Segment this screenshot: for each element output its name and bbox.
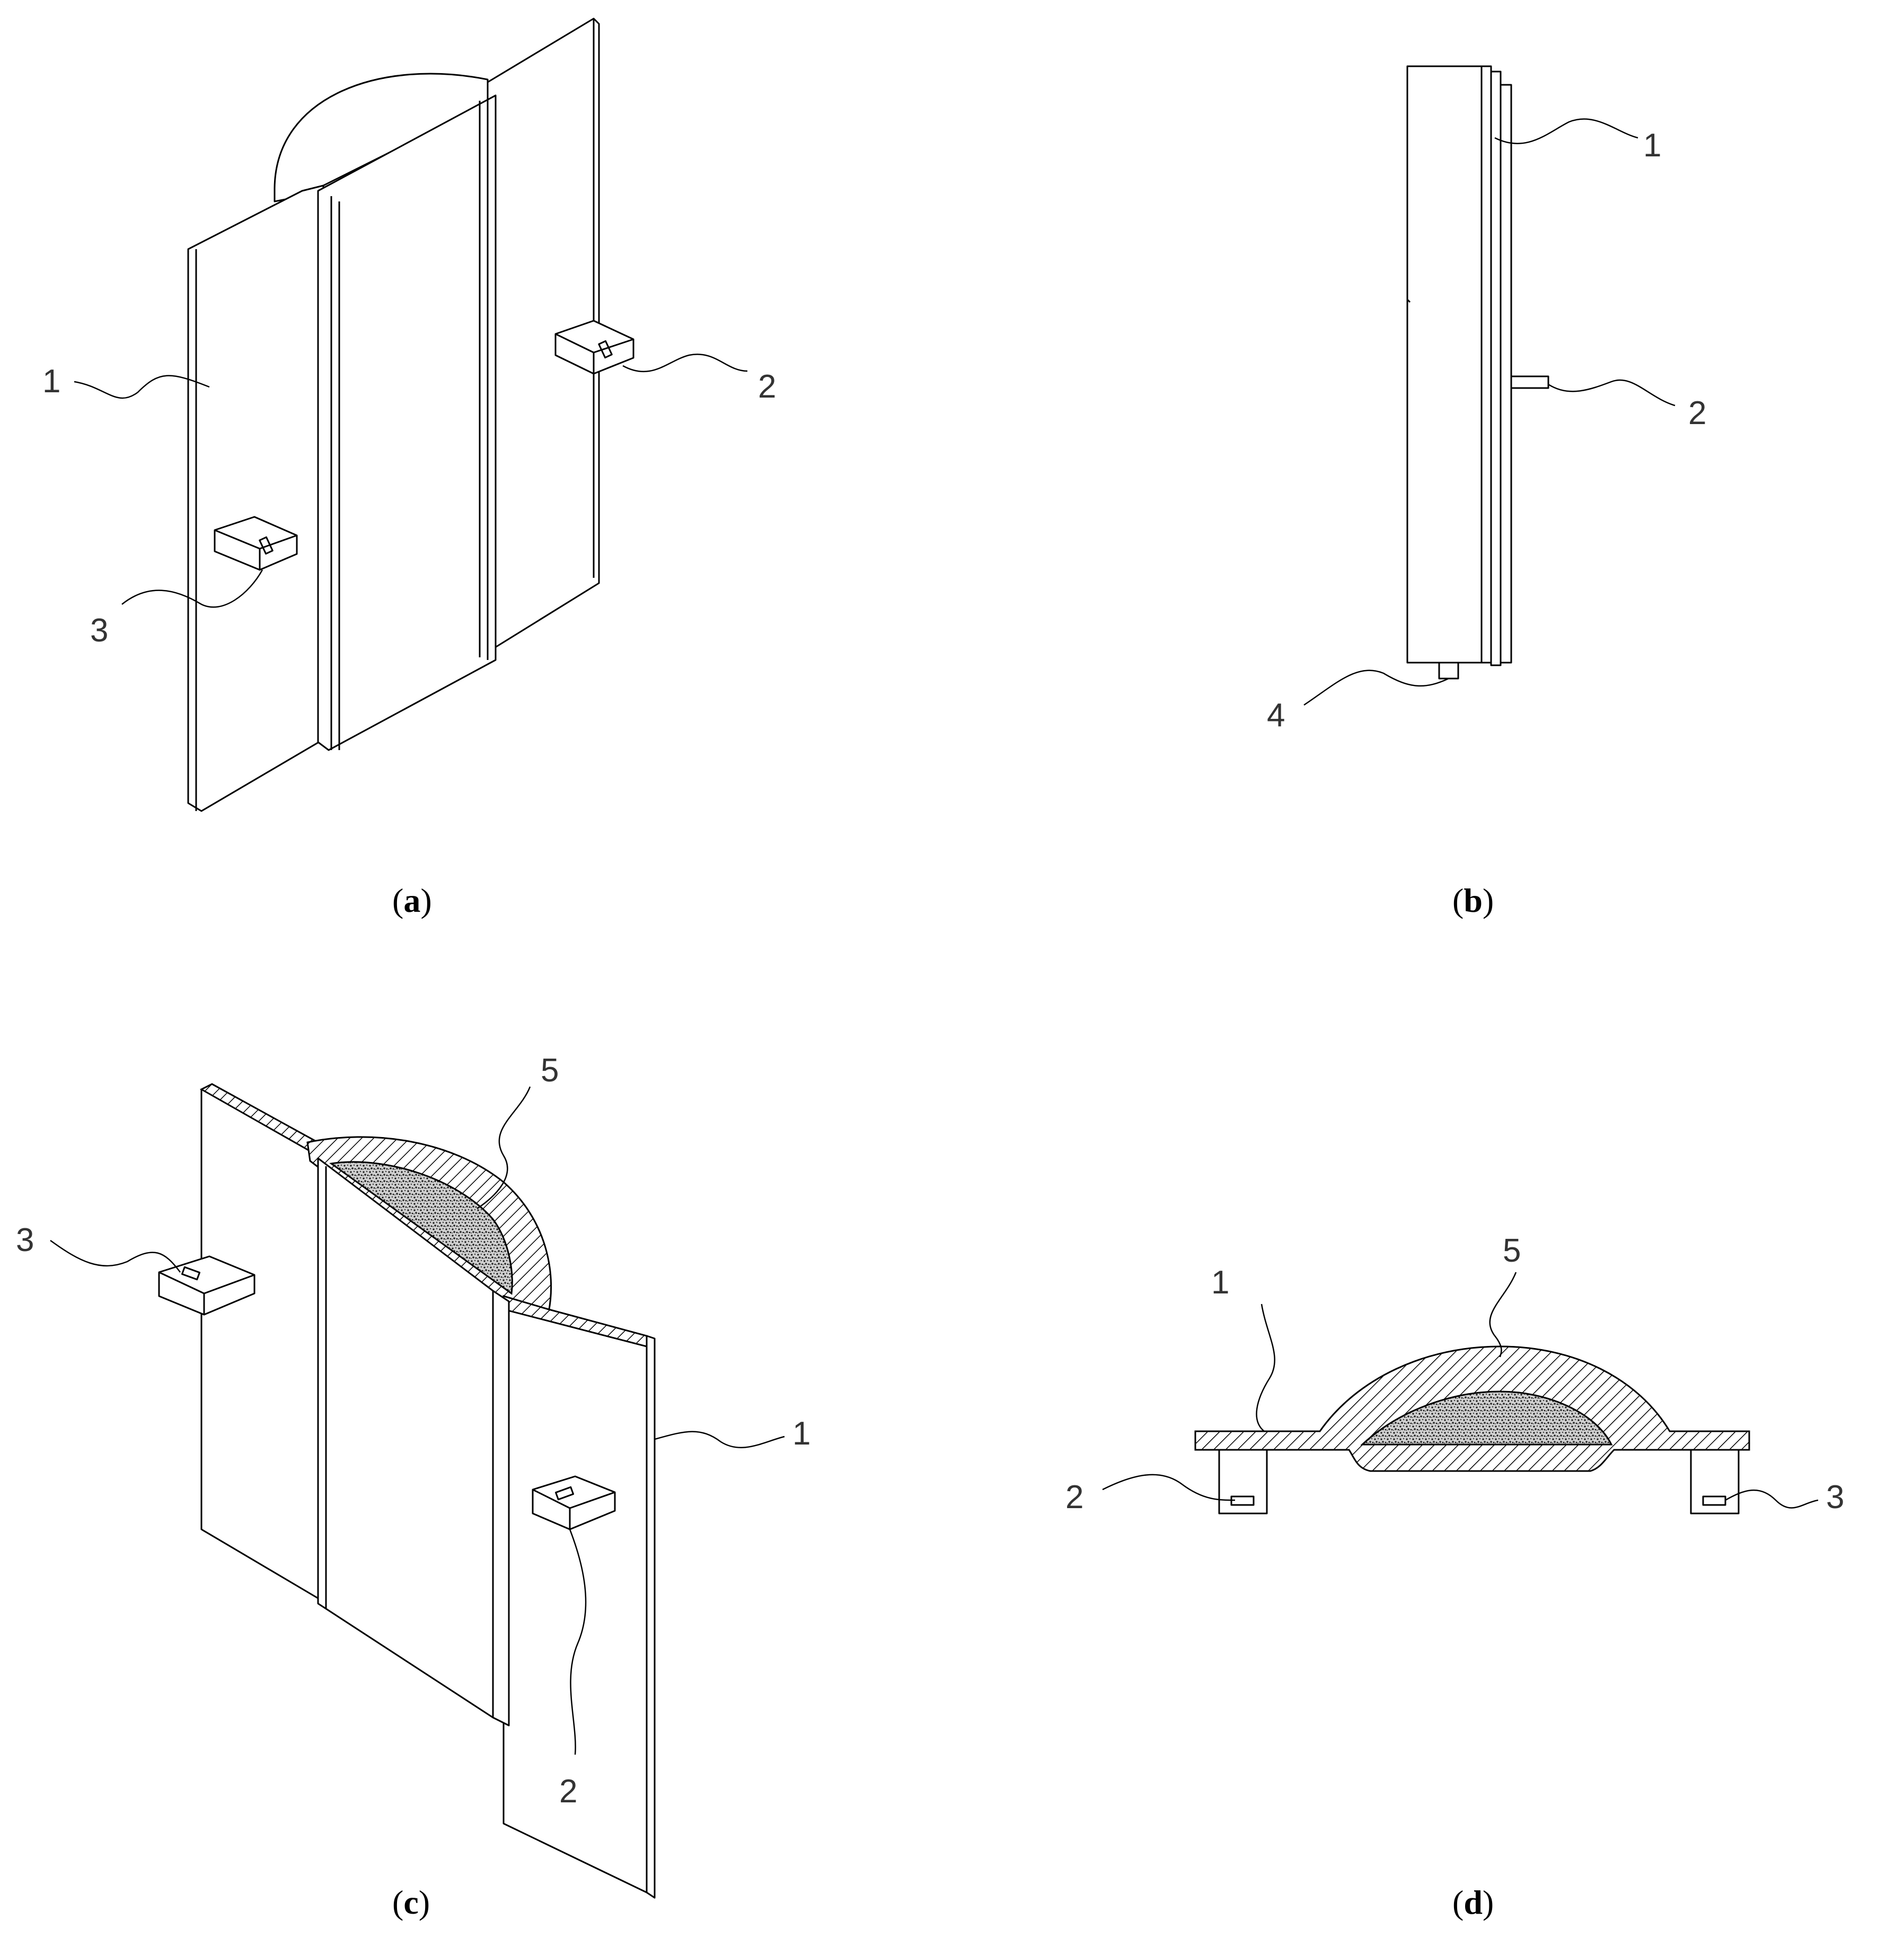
- callout-a-2: 2: [758, 368, 776, 405]
- callout-c-1: 1: [792, 1415, 810, 1452]
- panel-d-leaders: [1102, 1272, 1819, 1509]
- panel-a-drawing: [187, 17, 634, 812]
- callout-c-2: 2: [559, 1773, 577, 1810]
- callout-d-1: 1: [1211, 1264, 1229, 1301]
- callout-d-2: 2: [1065, 1479, 1083, 1516]
- caption-b: (b): [1452, 882, 1494, 919]
- panel-b-drawing: [1406, 65, 1549, 680]
- panel-c-drawing: [158, 1083, 656, 1899]
- caption-a: (a): [392, 882, 432, 919]
- callout-b-4: 4: [1267, 697, 1285, 734]
- callout-a-1: 1: [42, 363, 60, 400]
- panel-c-leaders: [50, 1086, 785, 1755]
- callout-d-3: 3: [1826, 1479, 1844, 1516]
- callout-b-2: 2: [1688, 395, 1706, 432]
- panel-d-drawing: [1194, 1345, 1750, 1514]
- caption-c: (c): [392, 1883, 430, 1921]
- caption-d: (d): [1452, 1883, 1494, 1921]
- callout-a-3: 3: [90, 612, 108, 649]
- callout-c-3: 3: [16, 1222, 34, 1258]
- panel-a-leaders: [74, 354, 748, 608]
- callout-d-5: 5: [1503, 1232, 1521, 1269]
- callout-c-5: 5: [541, 1052, 559, 1089]
- panel-b-leaders: [1303, 118, 1676, 706]
- callout-b-1: 1: [1643, 127, 1661, 164]
